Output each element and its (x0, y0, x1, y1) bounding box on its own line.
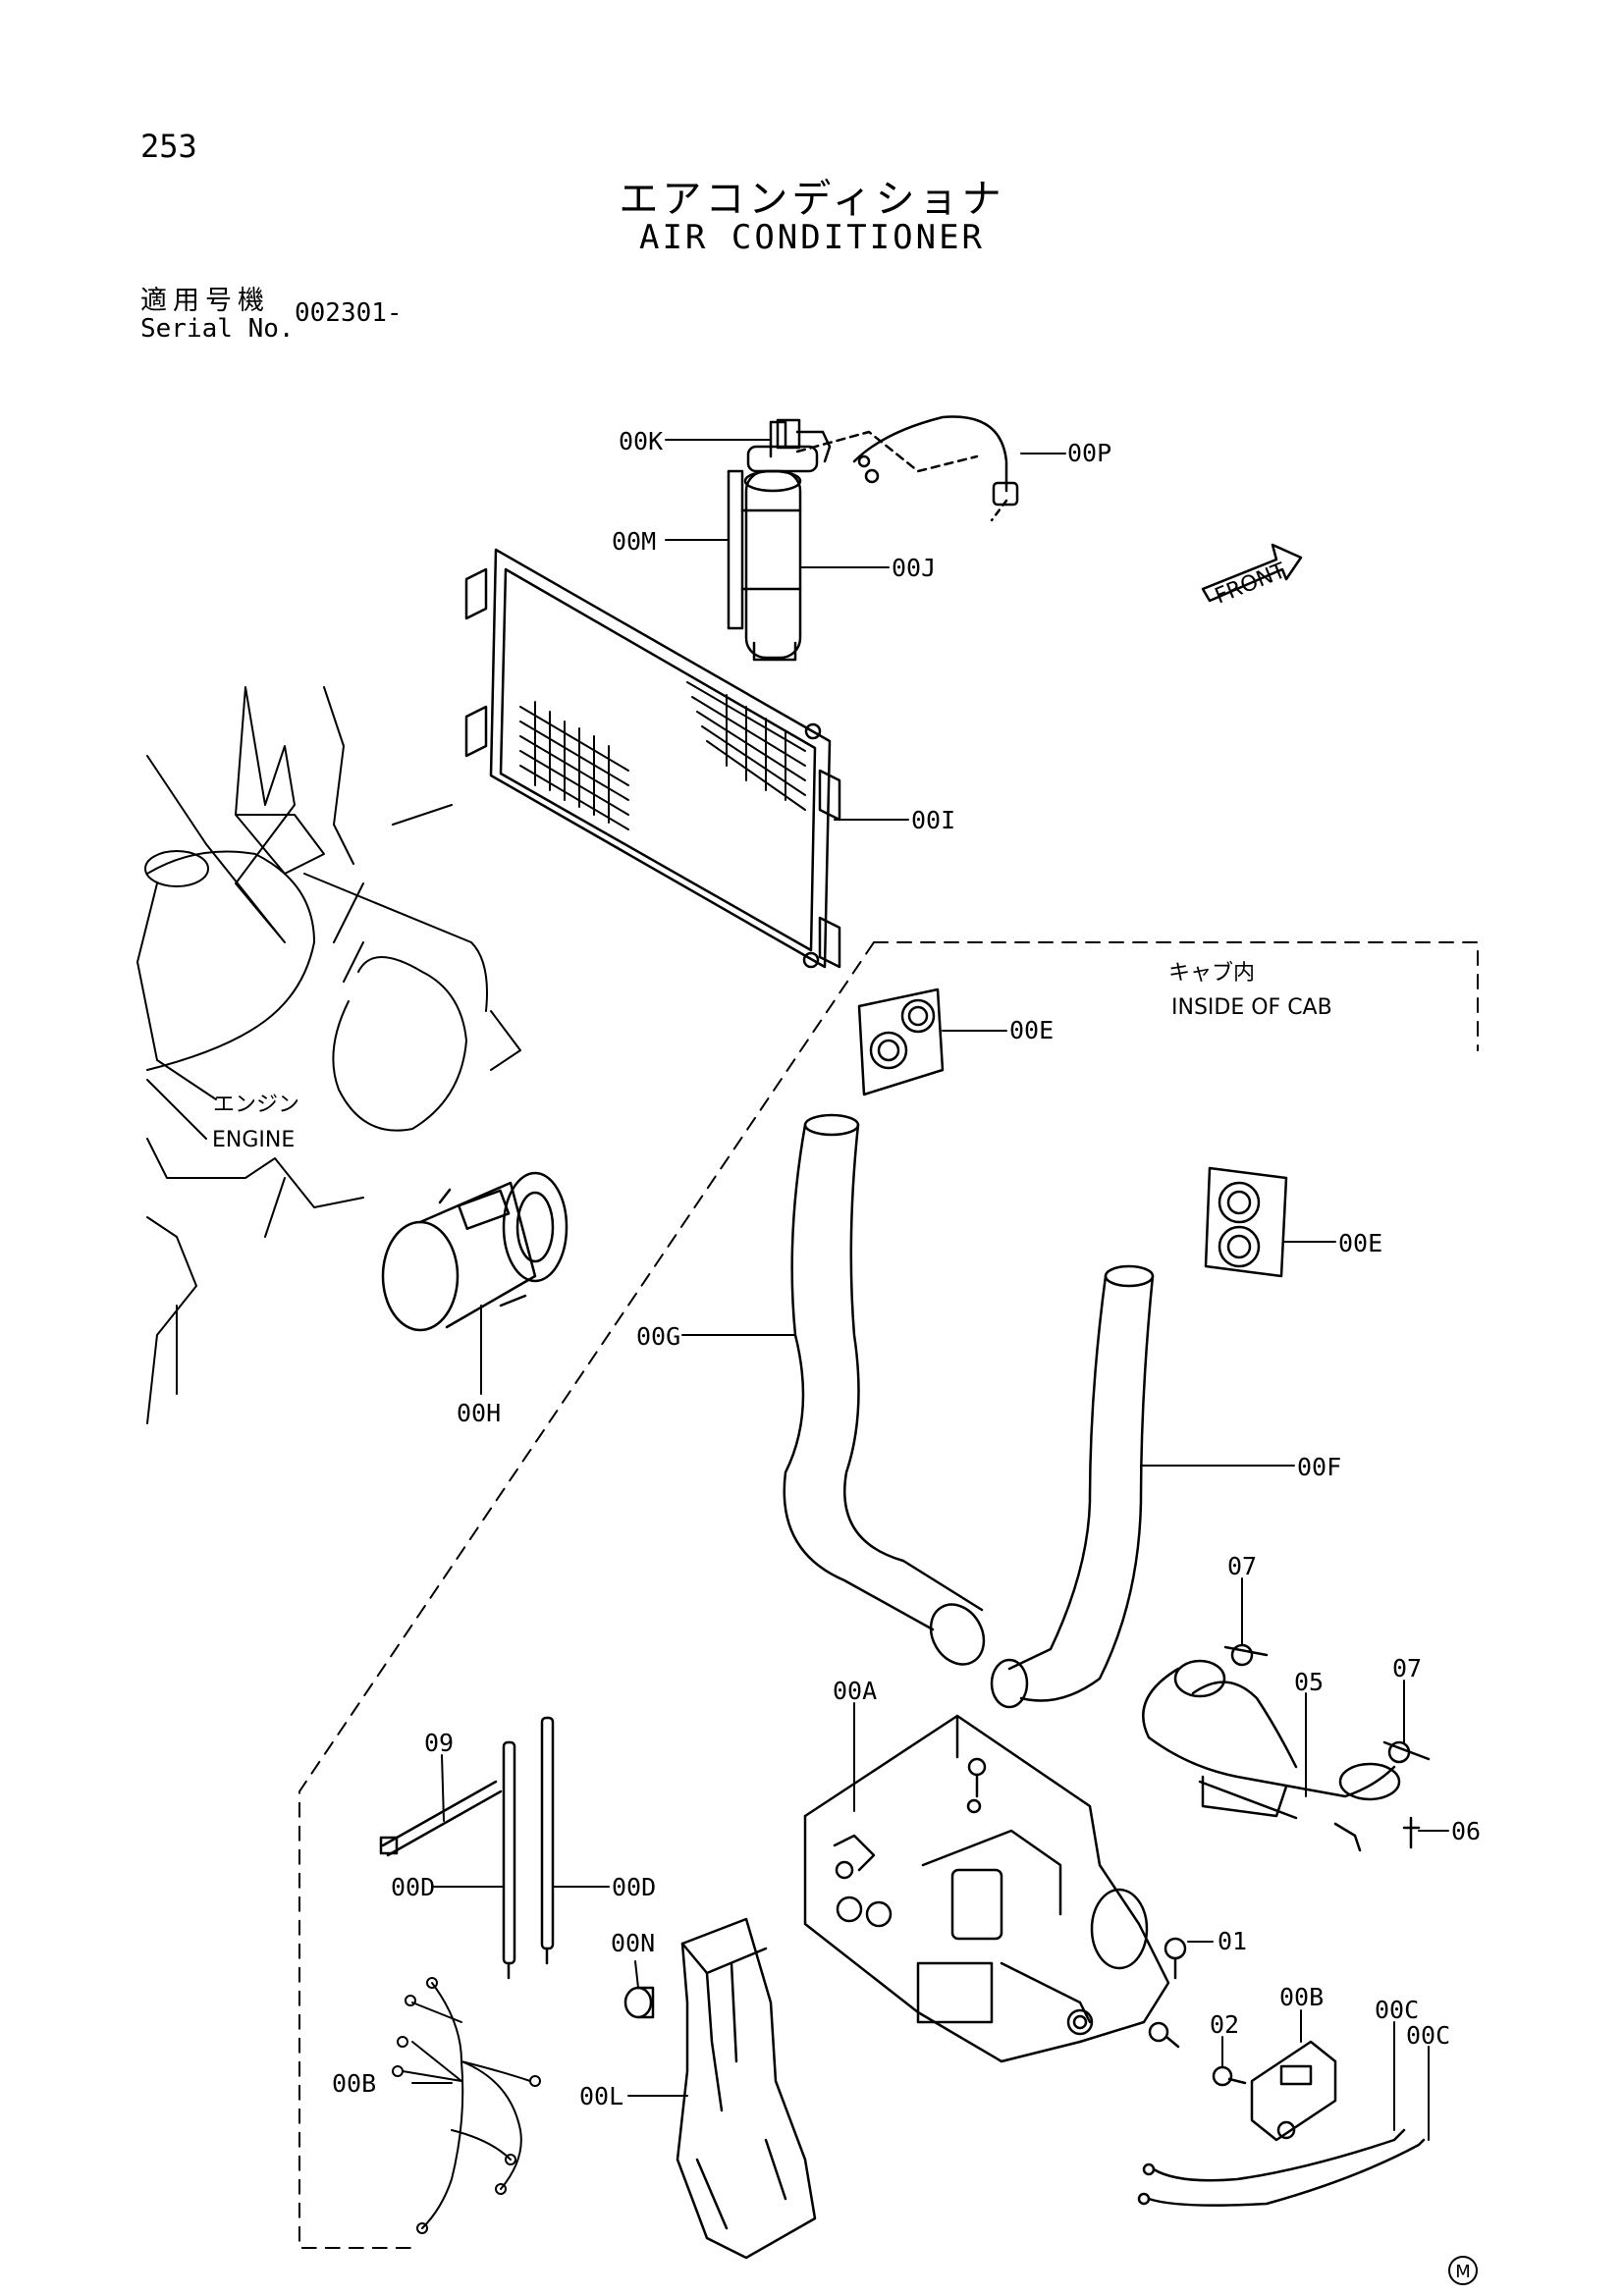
callout-00c-a: 00C (1375, 1996, 1419, 2024)
callout-00f: 00F (1297, 1453, 1341, 1481)
circled-m-mark: M (1448, 2256, 1478, 2285)
callout-00e-lower: 00E (1338, 1229, 1382, 1257)
rods-00d (502, 1716, 555, 1980)
bolt-02 (1212, 2065, 1247, 2087)
engine-label-japanese: エンジン (213, 1093, 299, 1117)
callout-02: 02 (1210, 2010, 1239, 2039)
grommet-00n (623, 1986, 655, 2019)
callout-07-b: 07 (1392, 1654, 1422, 1682)
receiver-drier-group (727, 415, 1019, 662)
callout-00j: 00J (892, 554, 936, 582)
duct-05-group (1142, 1643, 1431, 1852)
harness-00c (1137, 2128, 1426, 2207)
callout-00h: 00H (457, 1399, 501, 1427)
callout-00l: 00L (579, 2082, 623, 2110)
title-japanese: エアコンディショナ (619, 177, 1005, 222)
serial-number-value: 002301- (295, 298, 403, 328)
callout-00d-b: 00D (612, 1873, 656, 1901)
callout-00a: 00A (833, 1677, 877, 1705)
engine-group (136, 686, 521, 1424)
serial-label-english: Serial No. (140, 314, 295, 344)
callout-00d-a: 00D (391, 1873, 435, 1901)
callout-00n: 00N (611, 1929, 655, 1957)
callout-06: 06 (1451, 1817, 1481, 1845)
cab-label-japanese: キャブ内 (1168, 961, 1255, 986)
callout-00m: 00M (612, 527, 656, 556)
callout-00c-b: 00C (1406, 2021, 1450, 2050)
title-english: AIR CONDITIONER (638, 218, 986, 257)
front-arrow: FRONT (1201, 543, 1303, 610)
bolt-01 (1164, 1937, 1187, 1980)
callout-00e-upper: 00E (1009, 1016, 1054, 1044)
serial-label-japanese: 適用号機 (140, 286, 270, 316)
callout-00p: 00P (1067, 439, 1111, 467)
callout-00i: 00I (911, 806, 955, 834)
cab-label-english: INSIDE OF CAB (1171, 995, 1332, 1020)
compressor-group (381, 1171, 568, 1332)
cab-boundary (298, 941, 1479, 2249)
ac-unit-00a (803, 1714, 1170, 2063)
duct-00l (676, 1917, 817, 2260)
grommet-upper (857, 988, 945, 1096)
callout-00b-a: 00B (1279, 1983, 1324, 2011)
leader-lines (411, 439, 1449, 2141)
mark-letter: M (1455, 2262, 1471, 2282)
callout-09: 09 (424, 1729, 454, 1757)
callout-07-a: 07 (1227, 1552, 1257, 1580)
thermostat-00b (1250, 2040, 1337, 2142)
page-number: 253 (140, 128, 197, 165)
bolt-lower (1148, 2021, 1180, 2049)
clamp-09 (379, 1780, 503, 1857)
callout-01: 01 (1218, 1927, 1247, 1955)
engine-label-english: ENGINE (212, 1128, 295, 1152)
front-label: FRONT (1212, 559, 1290, 610)
condenser-group (464, 548, 841, 969)
callout-05: 05 (1294, 1668, 1324, 1696)
wiring-harness (392, 1977, 541, 2234)
grommet-lower (1204, 1166, 1288, 1278)
duct-00f (990, 1264, 1155, 1709)
callout-00g: 00G (636, 1322, 680, 1351)
callout-00b-b: 00B (332, 2069, 376, 2098)
callout-00k: 00K (619, 427, 663, 455)
duct-00g (783, 1113, 986, 1666)
